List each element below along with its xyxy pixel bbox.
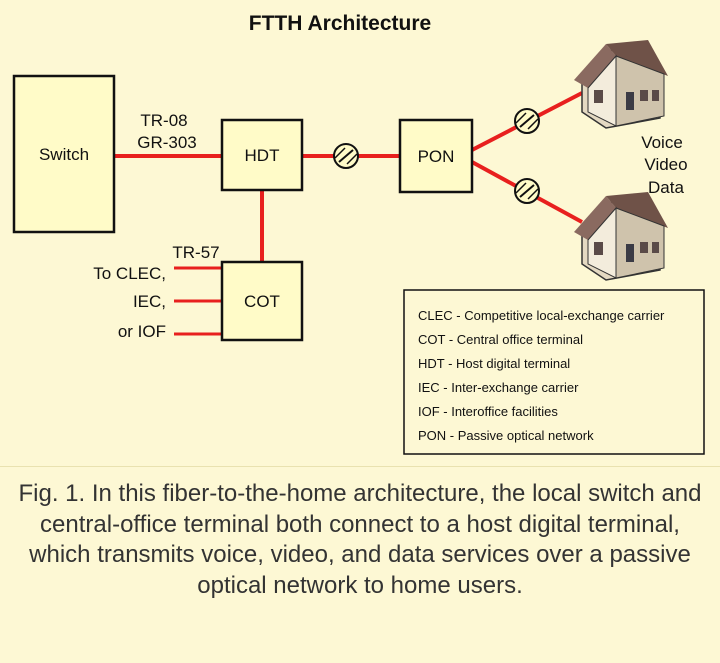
diagram-canvas: FTTH Architecture Switch HDT PON COT TR-… <box>12 12 705 455</box>
connector-icon <box>514 108 540 134</box>
house-icon <box>574 192 668 281</box>
to-clec-label: To CLEC, <box>93 264 166 283</box>
pon-box <box>398 118 474 194</box>
legend-item-iec: IEC - Inter-exchange carrier <box>418 380 579 395</box>
tr08-label: TR-08 <box>140 111 187 130</box>
or-iof-label: or IOF <box>118 322 166 341</box>
switch-label: Switch <box>39 145 89 164</box>
legend-item-pon: PON - Passive optical network <box>418 428 594 443</box>
cot-box <box>220 260 304 342</box>
legend-item-clec: CLEC - Competitive local-exchange carrie… <box>418 308 665 323</box>
service-video: Video <box>644 155 687 174</box>
hdt-box <box>220 118 304 192</box>
diagram-title: FTTH Architecture <box>249 12 431 35</box>
cot-label: COT <box>244 292 280 311</box>
figure-caption-area: Fig. 1. In this fiber-to-the-home archit… <box>0 466 720 663</box>
service-data: Data <box>648 178 684 197</box>
pon-label: PON <box>418 147 455 166</box>
iec-label: IEC, <box>133 292 166 311</box>
legend-item-hdt: HDT - Host digital terminal <box>418 356 570 371</box>
legend-item-cot: COT - Central office terminal <box>418 332 583 347</box>
legend-item-iof: IOF - Interoffice facilities <box>418 404 558 419</box>
legend-box <box>403 289 705 455</box>
service-voice: Voice <box>641 133 683 152</box>
gr303-label: GR-303 <box>137 133 197 152</box>
switch-box <box>12 74 116 234</box>
tr57-label: TR-57 <box>172 243 219 262</box>
house-icon <box>574 40 668 129</box>
connector-icon <box>514 178 540 204</box>
hdt-label: HDT <box>245 146 280 165</box>
figure-caption: Fig. 1. In this fiber-to-the-home archit… <box>18 480 702 599</box>
connector-icon <box>333 143 359 169</box>
